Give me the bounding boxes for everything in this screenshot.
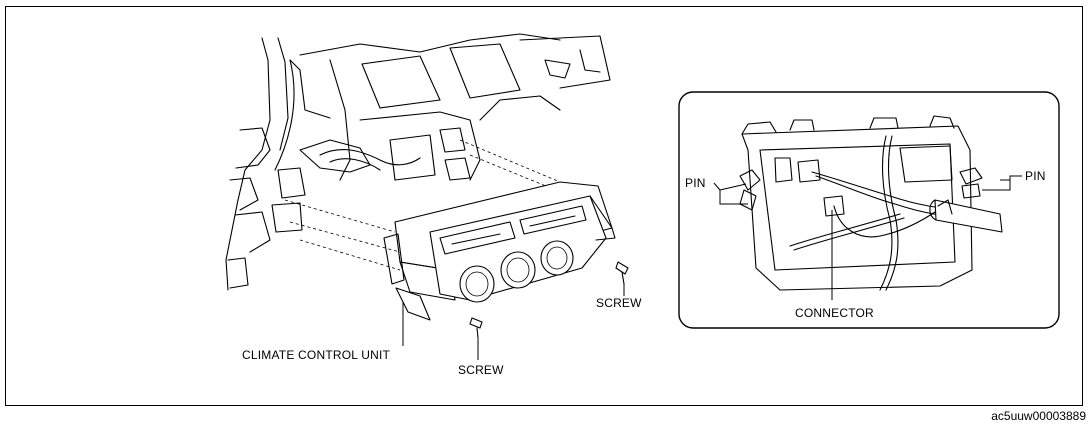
label-connector: CONNECTOR — [795, 306, 874, 320]
label-climate-control-unit: CLIMATE CONTROL UNIT — [242, 348, 391, 362]
detail-inset — [678, 91, 1060, 329]
label-screw-right: SCREW — [596, 296, 642, 310]
figure-code: ac5uuw00003889 — [991, 409, 1086, 423]
label-pin-right: PIN — [1025, 169, 1046, 183]
label-pin-left: PIN — [685, 176, 706, 190]
figure-border — [5, 6, 1083, 406]
screw-right-icon — [615, 261, 629, 285]
screw-lower-icon — [469, 317, 483, 339]
dashboard-drawing — [225, 33, 629, 360]
label-screw-lower: SCREW — [458, 363, 504, 377]
